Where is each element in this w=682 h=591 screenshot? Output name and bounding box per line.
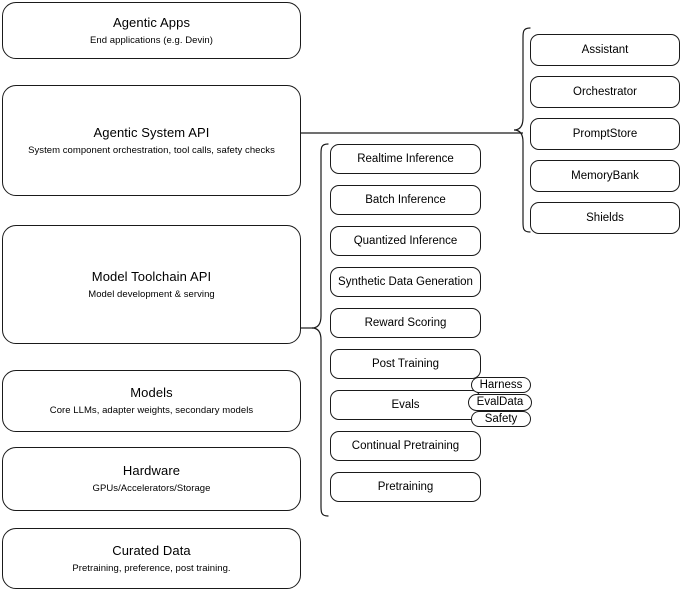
system-chip-label: Shields: [586, 212, 624, 224]
evals-badge-label: Safety: [484, 412, 518, 425]
stack-layer-subtitle: Pretraining, preference, post training.: [72, 562, 231, 574]
stack-layer-title: Model Toolchain API: [91, 268, 212, 284]
toolchain-chip-label: Quantized Inference: [353, 235, 458, 247]
system-chip-4[interactable]: Shields: [530, 202, 680, 234]
toolchain-chip-label: Batch Inference: [365, 194, 446, 206]
toolchain-chip-label: Realtime Inference: [357, 153, 454, 165]
system-chip-0[interactable]: Assistant: [530, 34, 680, 66]
stack-layer-title: Hardware: [122, 463, 181, 478]
stack-layer-title: Agentic System API: [93, 124, 210, 140]
stack-layer-subtitle: System component orchestration, tool cal…: [28, 144, 275, 156]
toolchain-chip-label: Continual Pretraining: [351, 440, 460, 452]
toolchain-chip-8[interactable]: Pretraining: [330, 472, 481, 502]
toolchain-chip-0[interactable]: Realtime Inference: [330, 144, 481, 174]
toolchain-chip-6[interactable]: Evals: [330, 390, 481, 420]
connector-toolchain-api-to-components: [301, 321, 313, 335]
system-chip-label: MemoryBank: [571, 170, 639, 182]
connector-system-api-to-components: [301, 126, 523, 140]
stack-layer-subtitle: Core LLMs, adapter weights, secondary mo…: [49, 405, 254, 416]
toolchain-chip-7[interactable]: Continual Pretraining: [330, 431, 481, 461]
stack-layer-subtitle: End applications (e.g. Devin): [90, 34, 213, 46]
stack-layer-agentic-system-api[interactable]: Agentic System API System component orche…: [2, 85, 301, 196]
toolchain-chip-label: Evals: [391, 399, 420, 411]
toolchain-chip-label: Reward Scoring: [364, 317, 447, 329]
toolchain-chip-4[interactable]: Reward Scoring: [330, 308, 481, 338]
brace-toolchain-components: [310, 142, 330, 518]
evals-badge-harness[interactable]: Harness: [471, 377, 531, 393]
toolchain-chip-label: Post Training: [371, 358, 440, 370]
system-chip-3[interactable]: MemoryBank: [530, 160, 680, 192]
evals-badge-evaldata[interactable]: EvalData: [468, 394, 532, 411]
evals-badge-label: EvalData: [476, 396, 524, 408]
evals-badge-label: Harness: [479, 378, 523, 391]
stack-layer-subtitle: GPUs/Accelerators/Storage: [92, 483, 211, 494]
toolchain-chip-5[interactable]: Post Training: [330, 349, 481, 379]
stack-layer-title: Curated Data: [112, 542, 191, 558]
system-chip-label: Orchestrator: [573, 86, 637, 98]
toolchain-chip-label: Synthetic Data Generation: [338, 276, 473, 288]
stack-layer-model-toolchain-api[interactable]: Model Toolchain API Model development & s…: [2, 225, 301, 344]
system-chip-1[interactable]: Orchestrator: [530, 76, 680, 108]
evals-badge-safety[interactable]: Safety: [471, 411, 531, 427]
system-chip-2[interactable]: PromptStore: [530, 118, 680, 150]
toolchain-chip-label: Pretraining: [377, 481, 434, 493]
system-chip-label: Assistant: [581, 44, 629, 56]
stack-layer-title: Models: [130, 385, 173, 400]
stack-layer-title: Agentic Apps: [112, 14, 191, 30]
stack-layer-subtitle: Model development & serving: [88, 288, 215, 300]
toolchain-chip-1[interactable]: Batch Inference: [330, 185, 481, 215]
system-chip-label: PromptStore: [572, 128, 638, 140]
toolchain-chip-2[interactable]: Quantized Inference: [330, 226, 481, 256]
brace-system-components: [512, 26, 532, 234]
toolchain-chip-3[interactable]: Synthetic Data Generation: [330, 267, 481, 297]
